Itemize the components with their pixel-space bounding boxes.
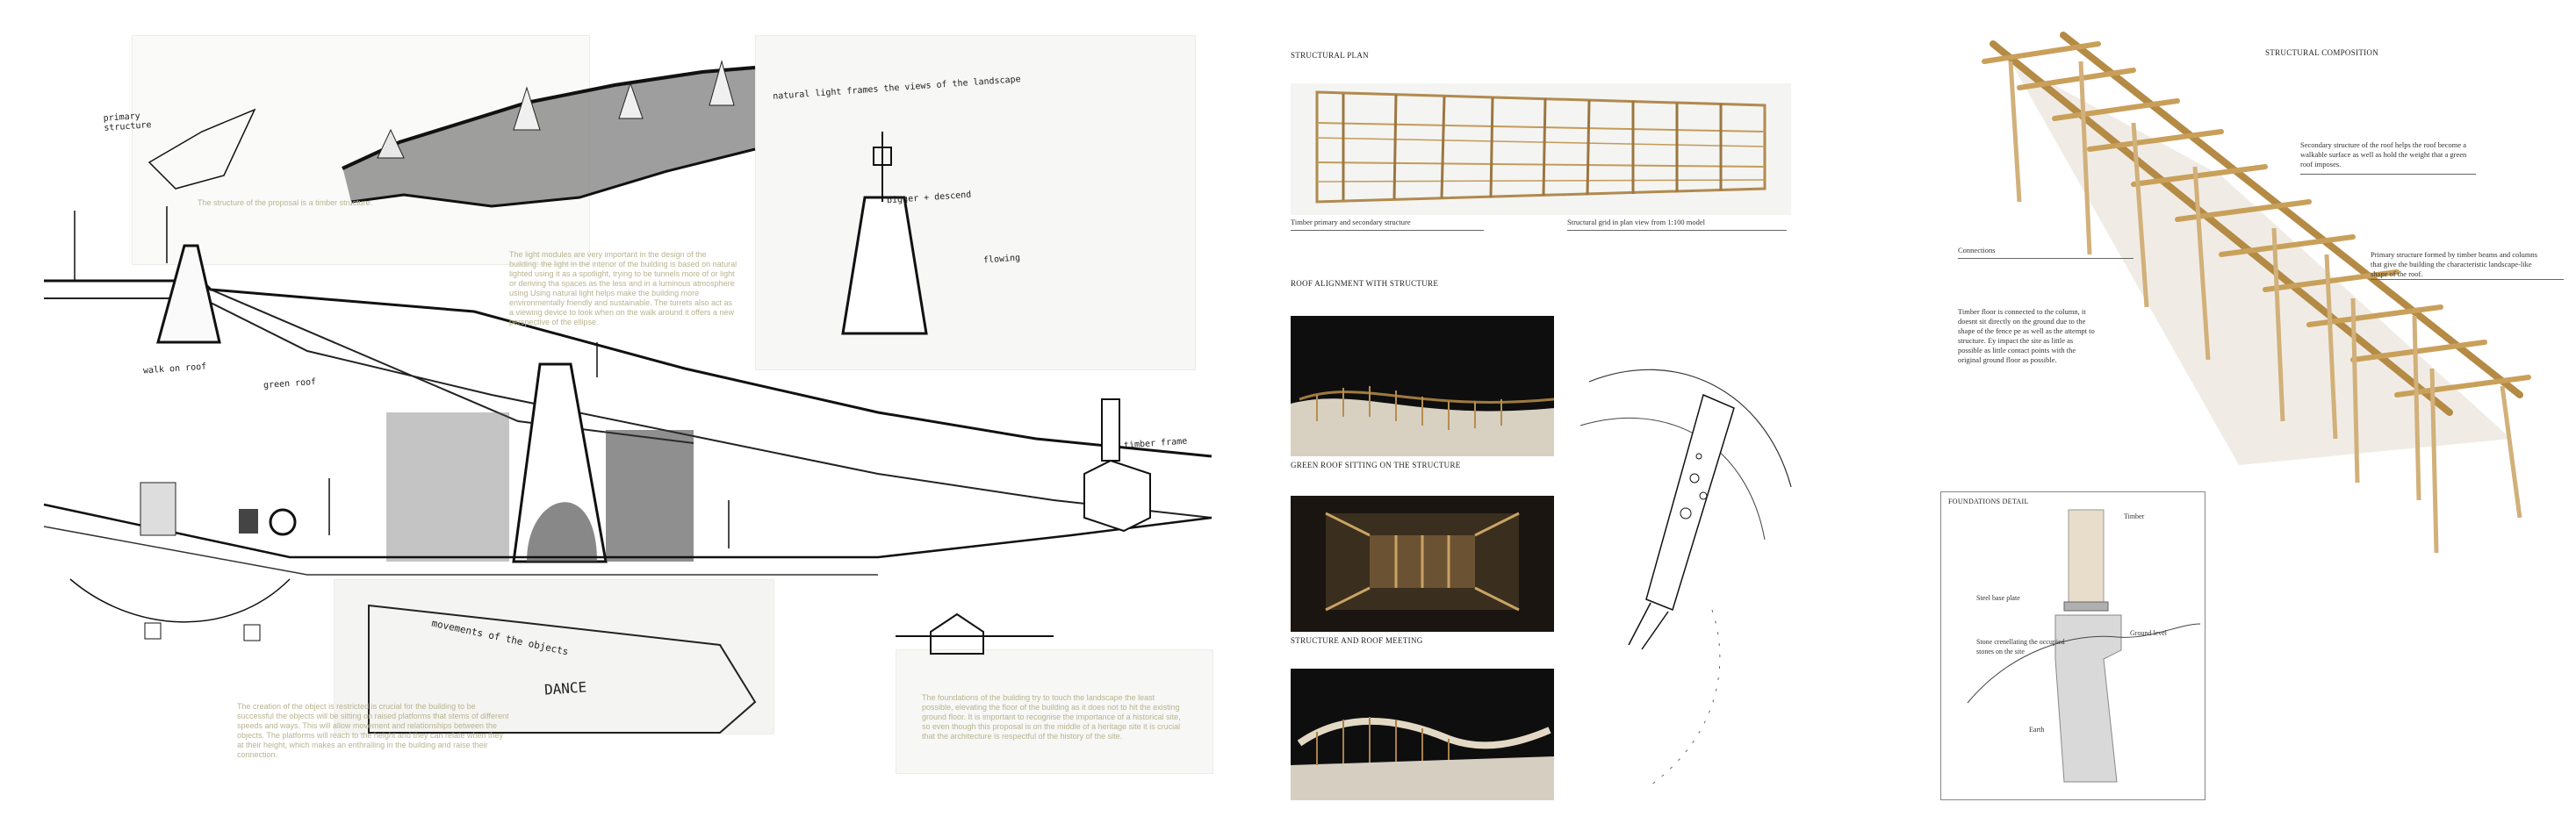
main-section-sketch — [43, 60, 1212, 734]
label-connections: Connections — [1958, 246, 1996, 254]
label-primary-structure: Primary structure formed by timber beams… — [2371, 250, 2538, 278]
caption-foundations: The foundations of the building try to t… — [922, 693, 1181, 741]
label-steel-base-plate: Steel base plate — [1976, 594, 2020, 602]
timber-frame-axonometric — [1982, 32, 2531, 554]
label-structural-grid: Structural grid in plan view from 1:100 … — [1567, 218, 1705, 226]
sketch-paper-right — [755, 35, 1196, 370]
scribble-primary-structure: primary structure — [103, 111, 152, 133]
structural-plan-model-photo — [1291, 83, 1791, 215]
rule-secondary — [2300, 174, 2476, 175]
scribble-dance: DANCE — [543, 678, 587, 698]
sketch-paper-bottom-right — [896, 649, 1213, 774]
foundation-drawing — [1967, 509, 2201, 783]
rule-primary — [2371, 279, 2564, 280]
label-secondary-structure: Secondary structure of the roof helps th… — [2300, 140, 2467, 168]
structure-roof-model-photo — [1291, 669, 1554, 800]
heading-green-roof-sitting: GREEN ROOF SITTING ON THE STRUCTURE — [1291, 461, 1461, 469]
green-roof-model-photo — [1291, 316, 1554, 456]
caption-objects-creation: The creation of the object is restricted… — [237, 702, 509, 759]
rule-grid — [1567, 230, 1787, 231]
heading-structural-plan: STRUCTURAL PLAN — [1291, 51, 1369, 60]
roof-plan-drawing — [1579, 369, 1792, 786]
foundations-detail-box: FOUNDATIONS DETAIL Timber Steel base pla… — [1940, 491, 2205, 800]
label-stone: Stone crenellating the occupied stones o… — [1976, 638, 2065, 655]
structural-plan-panel: STRUCTURAL PLAN Timber primary and secon… — [1247, 0, 1809, 838]
rule-connections — [1958, 258, 2133, 259]
heading-roof-alignment: ROOF ALIGNMENT WITH STRUCTURE — [1291, 279, 1439, 288]
caption-light-modules: The light modules are very important in … — [509, 250, 738, 326]
heading-structural-composition: STRUCTURAL COMPOSITION — [2265, 48, 2379, 57]
label-timber: Timber — [2124, 512, 2145, 520]
label-ground-level: Ground level — [2130, 629, 2167, 637]
sketch-section-panel: primary structure natural light frames t… — [0, 0, 1247, 838]
sketch-paper-bottom — [334, 579, 774, 734]
label-earth: Earth — [2029, 726, 2045, 734]
roof-underside-model-photo — [1291, 496, 1554, 632]
rule-timber — [1291, 230, 1484, 231]
structural-composition-panel: STRUCTURAL COMPOSITION Secondary structu… — [1809, 0, 2576, 838]
heading-foundations-detail: FOUNDATIONS DETAIL — [1948, 498, 2029, 505]
label-timber-structure: Timber primary and secondary structure — [1291, 218, 1411, 226]
caption-timber-structure: The structure of the proposal is a timbe… — [198, 198, 373, 207]
label-timber-floor-column: Timber floor is connected to the column,… — [1958, 307, 2095, 364]
heading-structure-roof-meeting: STRUCTURE AND ROOF MEETING — [1291, 636, 1423, 645]
